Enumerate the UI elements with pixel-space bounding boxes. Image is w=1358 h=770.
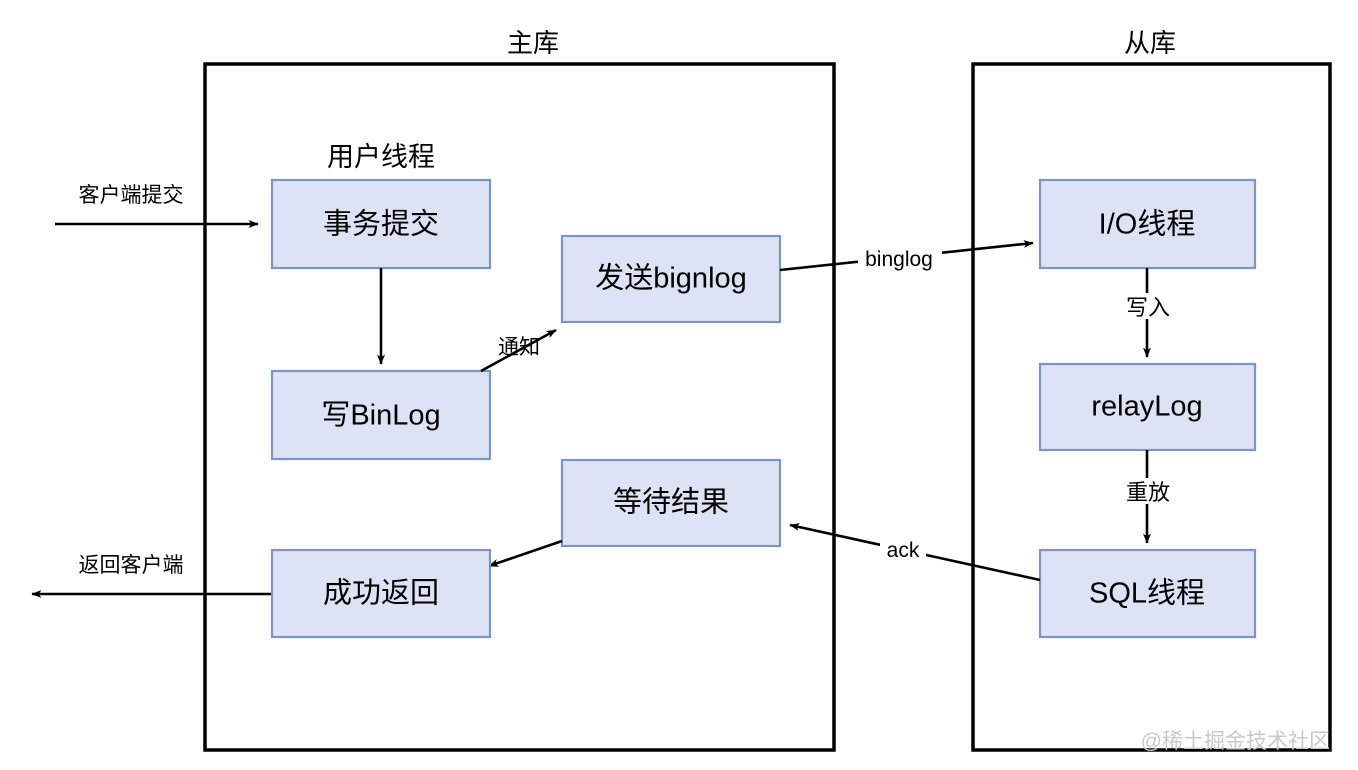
edge-label-replay-backdrop — [1118, 478, 1178, 504]
edge-label-binglog-text: binglog — [865, 248, 933, 271]
edge-label-ack: ack — [887, 539, 920, 562]
master-container — [203, 62, 836, 752]
edge-label-replay: 重放 — [1126, 480, 1170, 505]
node-wait-result-label: 等待结果 — [613, 486, 729, 519]
node-success-return[interactable] — [270, 548, 492, 639]
node-sql-thread[interactable] — [1038, 548, 1257, 639]
edge-label-return-client: 返回客户端 — [79, 554, 184, 577]
node-success-return-label: 成功返回 — [323, 577, 439, 610]
node-wait-result[interactable] — [560, 458, 782, 548]
watermark: @稀土掘金技术社区 — [1141, 730, 1330, 753]
node-sql-thread-label: SQL线程 — [1089, 577, 1205, 610]
edge-label-client-submit: 客户端提交 — [79, 184, 184, 207]
node-tx-commit-label: 事务提交 — [323, 208, 439, 241]
edge-wait-result-to-success — [488, 539, 563, 568]
slave-container — [971, 62, 1332, 752]
node-io-thread[interactable] — [1038, 178, 1257, 270]
node-tx-commit[interactable] — [270, 178, 492, 270]
node-write-binlog[interactable] — [270, 369, 492, 461]
master-group-title: 主库 — [507, 28, 559, 58]
edge-label-write-in: 写入 — [1126, 295, 1170, 320]
edge-label-ack-backdrop — [880, 537, 926, 561]
edge-label-binglog-backdrop — [858, 248, 942, 270]
node-io-thread-label: I/O线程 — [1099, 208, 1196, 241]
node-write-binlog-label: 写BinLog — [321, 400, 440, 432]
slave-group-title: 从库 — [1124, 28, 1176, 58]
node-send-binlog[interactable] — [560, 234, 782, 324]
edge-label-write-in-backdrop — [1118, 293, 1178, 319]
node-relay-log-label: relayLog — [1091, 391, 1202, 423]
edge-label-notify: 通知 — [498, 336, 540, 359]
node-send-binlog-label: 发送bignlog — [595, 262, 747, 295]
user-thread-lane-title: 用户线程 — [327, 142, 435, 172]
edge-notify — [480, 328, 557, 373]
